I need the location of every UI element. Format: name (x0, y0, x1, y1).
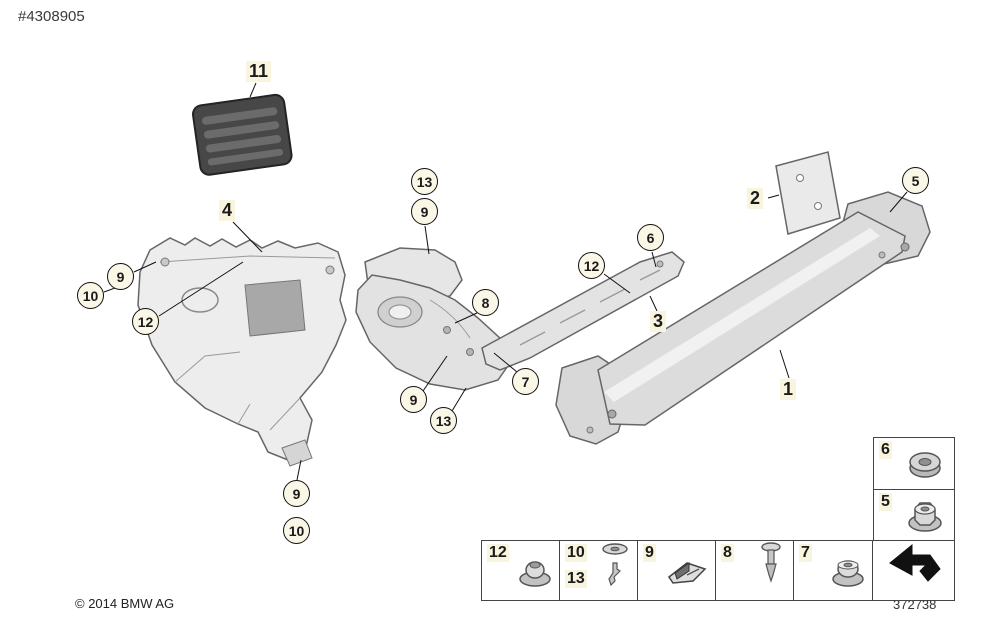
callout-8[interactable]: 8 (472, 289, 499, 316)
callout-2[interactable]: 2 (747, 188, 764, 209)
callout-13[interactable]: 13 (411, 168, 438, 195)
legend-number-8[interactable]: 8 (721, 544, 734, 562)
callout-3[interactable]: 3 (650, 311, 667, 332)
document-number: #4308905 (18, 8, 85, 25)
legend-cell-9: 9 (637, 540, 716, 601)
callout-10[interactable]: 10 (77, 282, 104, 309)
part-4-side-bracket (137, 237, 347, 467)
callout-1[interactable]: 1 (780, 379, 797, 400)
legend-cell-12: 12 (481, 540, 560, 601)
callout-11[interactable]: 11 (246, 61, 272, 82)
legend-cell-7: 7 (793, 540, 873, 601)
part-3-guide-rail (481, 251, 685, 371)
callout-13[interactable]: 13 (430, 407, 457, 434)
leader-lines (103, 82, 908, 481)
callout-6[interactable]: 6 (637, 224, 664, 251)
legend-cell-10-13: 10 13 (559, 540, 638, 601)
legend-cell-arrow (872, 540, 955, 601)
legend-number-13[interactable]: 13 (565, 570, 587, 588)
clamp-clip-icon (663, 551, 711, 596)
legend-number-7[interactable]: 7 (799, 544, 812, 562)
legend-cell-5: 5 (873, 489, 955, 541)
callout-9[interactable]: 9 (411, 198, 438, 225)
grommet-icon (904, 444, 946, 489)
legend-cell-8: 8 (715, 540, 794, 601)
expansion-rivet-icon (749, 539, 789, 596)
callout-5[interactable]: 5 (902, 167, 929, 194)
callout-9[interactable]: 9 (107, 263, 134, 290)
legend-number-6[interactable]: 6 (879, 441, 892, 459)
part-2-mounting-plate (775, 151, 841, 235)
callout-10[interactable]: 10 (283, 517, 310, 544)
callout-9[interactable]: 9 (400, 386, 427, 413)
callout-7[interactable]: 7 (512, 368, 539, 395)
plastic-nut-icon (824, 553, 868, 596)
legend-number-12[interactable]: 12 (487, 544, 509, 562)
legend-number-9[interactable]: 9 (643, 544, 656, 562)
copyright-text: © 2014 BMW AG (75, 596, 175, 611)
part-middle-bracket (355, 247, 513, 391)
legend-number-5[interactable]: 5 (879, 493, 892, 511)
callout-12[interactable]: 12 (578, 252, 605, 279)
legend-cell-6: 6 (873, 437, 955, 490)
legend-number-10[interactable]: 10 (565, 544, 587, 562)
callout-4[interactable]: 4 (219, 200, 236, 221)
part-11-grille (192, 93, 293, 176)
plastic-nut-icon (511, 553, 555, 596)
callout-9[interactable]: 9 (283, 480, 310, 507)
push-rivet-icon (589, 539, 633, 596)
part-1-bumper-carrier (555, 191, 931, 445)
callout-12[interactable]: 12 (132, 308, 159, 335)
flange-nut-icon (904, 496, 946, 541)
direction-arrow-icon (886, 541, 944, 592)
